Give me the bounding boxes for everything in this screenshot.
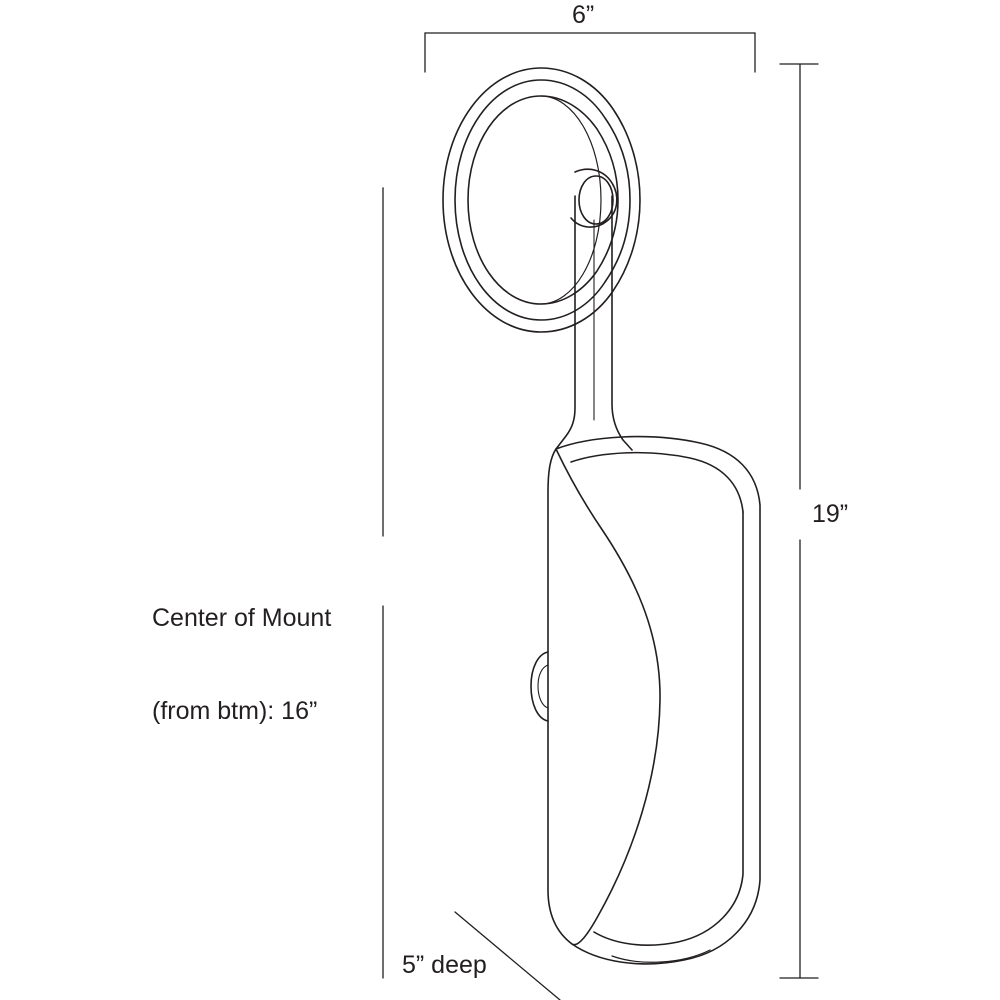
width-dimension-label: 6”: [572, 1, 595, 29]
socket-nub: [530, 651, 549, 722]
shade-bottom-edge: [611, 949, 711, 963]
depth-dimension-label: 5” deep: [402, 951, 487, 979]
mount-knuckle: [570, 168, 618, 228]
shade-right-rim: [593, 511, 744, 946]
height-dimension-label: 19”: [812, 500, 849, 528]
backplate: [442, 67, 641, 333]
shade: [547, 435, 761, 965]
backplate-face-highlight: [540, 95, 602, 305]
backplate-face: [467, 95, 619, 305]
support-arm: [555, 195, 633, 451]
backplate-outer: [442, 67, 641, 333]
mount-label-line1: Center of Mount: [152, 603, 332, 632]
mount-dimension-label: Center of Mount (from btm): 16”: [152, 540, 331, 790]
shade-inner-curve: [555, 448, 661, 946]
mount-label-line2: (from btm): 16”: [152, 697, 318, 726]
nub-outline: [530, 651, 549, 722]
shade-top-rim: [570, 451, 744, 513]
arm-right-edge: [611, 195, 633, 451]
arm-left-edge: [555, 195, 576, 450]
backplate-inner-ring: [454, 79, 631, 321]
knuckle-ball: [578, 175, 614, 225]
knuckle-cap: [570, 168, 618, 228]
nub-inner: [537, 664, 549, 709]
shade-outer: [547, 435, 761, 965]
depth-dimension-line: [454, 911, 561, 1000]
dimension-lines: [382, 32, 819, 1000]
